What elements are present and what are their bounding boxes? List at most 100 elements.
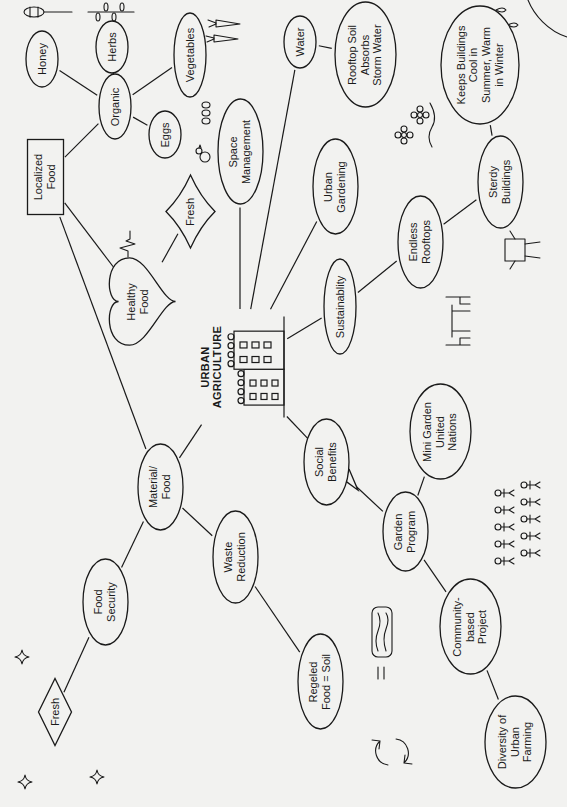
people-figures bbox=[495, 523, 514, 531]
people-figures bbox=[521, 515, 540, 523]
branch-line bbox=[179, 425, 201, 458]
node-text: Rooftop Soil Absorbs Storm Water bbox=[346, 20, 384, 90]
topic-circle: Water bbox=[283, 15, 317, 69]
node-text: Waste Reduction bbox=[222, 527, 247, 587]
chick-drawing bbox=[199, 145, 201, 148]
table-chairs-drawing bbox=[446, 297, 470, 345]
topic-circle: Eggs bbox=[148, 111, 182, 160]
topic-oval: Space Management bbox=[217, 99, 264, 206]
branch-line bbox=[65, 203, 114, 267]
flower-drawing bbox=[418, 113, 423, 118]
honey-dipper bbox=[24, 7, 72, 17]
soil-log-drawing bbox=[372, 607, 392, 657]
flower-drawing bbox=[423, 112, 429, 118]
branch-line bbox=[65, 124, 99, 158]
egg-drawing bbox=[202, 118, 210, 124]
topic-oval: Sustainablity bbox=[323, 259, 357, 356]
node-text: URBAN AGRICULTURE bbox=[199, 317, 224, 417]
branch-line bbox=[287, 416, 308, 438]
egg-drawing bbox=[202, 110, 210, 116]
flower-drawing bbox=[402, 133, 407, 138]
flower-drawing bbox=[395, 103, 435, 147]
node-text: Keeps Buildings Cool in Summer, Warm in … bbox=[455, 25, 506, 105]
branch-line bbox=[133, 68, 172, 95]
recycle-arrows bbox=[372, 739, 412, 765]
central-building: URBAN AGRICULTURE bbox=[195, 311, 286, 423]
people-figures bbox=[495, 481, 540, 565]
branch-line bbox=[239, 208, 240, 310]
chick-drawing bbox=[196, 148, 202, 154]
node-text: Sterdy Buildings bbox=[487, 152, 512, 212]
node-text: Water bbox=[294, 28, 307, 57]
topic-circle: Material/ Food bbox=[137, 443, 184, 531]
branch-line bbox=[133, 117, 147, 125]
topic-circle: Rooftop Soil Absorbs Storm Water bbox=[334, 2, 397, 109]
flower-drawing bbox=[407, 132, 413, 138]
people-figures bbox=[521, 498, 540, 506]
node-text: Honey bbox=[36, 43, 49, 75]
table-chairs-drawing bbox=[446, 297, 470, 345]
branch-line bbox=[490, 125, 492, 135]
box-robot-drawing bbox=[505, 239, 525, 261]
node-text: Social Benefits bbox=[313, 435, 338, 490]
flower-drawing bbox=[401, 126, 407, 132]
node-text: Organic bbox=[109, 88, 122, 127]
sparkle-icons bbox=[15, 650, 104, 789]
herb-sprig bbox=[120, 3, 124, 11]
soil-log-drawing bbox=[372, 607, 392, 657]
carrot-drawing bbox=[206, 20, 240, 42]
people-figures bbox=[521, 549, 540, 557]
carrot-drawing bbox=[206, 20, 216, 42]
node-text: Community-based Project bbox=[451, 596, 489, 658]
branch-line bbox=[287, 318, 321, 339]
branch-line bbox=[487, 670, 498, 699]
people-figures bbox=[495, 540, 514, 548]
star-shape: Fresh bbox=[166, 176, 215, 249]
node-text: Space Management bbox=[227, 117, 252, 187]
herb-sprig bbox=[88, 3, 134, 21]
equals-sign bbox=[378, 667, 384, 679]
topic-circle: Garden Program bbox=[382, 492, 429, 573]
sparkle-icons bbox=[18, 775, 32, 789]
egg-drawing bbox=[202, 102, 210, 124]
flower-drawing bbox=[411, 112, 417, 118]
herb-sprig bbox=[88, 11, 134, 12]
topic-circle: Sterdy Buildings bbox=[477, 135, 524, 229]
topic-circle: Vegetables bbox=[173, 12, 207, 98]
topic-circle: Keeps Buildings Cool in Summer, Warm in … bbox=[440, 5, 520, 125]
flower-drawing bbox=[401, 138, 407, 144]
branch-line bbox=[270, 222, 316, 310]
node-text: Healthy Food bbox=[125, 278, 150, 326]
node-text: Vegetables bbox=[184, 28, 197, 82]
topic-circle: Endless Rooftops bbox=[397, 195, 444, 289]
branch-line bbox=[319, 46, 332, 49]
topic-oval: Organic bbox=[98, 74, 132, 141]
node-text: Endless Rooftops bbox=[407, 212, 432, 272]
sparkle-icons bbox=[15, 650, 29, 664]
sparkle-icons bbox=[90, 770, 104, 784]
topic-circle: Mini Garden United Nations bbox=[409, 384, 472, 481]
node-text: Fresh bbox=[49, 698, 62, 726]
node-text: Urban Gardening bbox=[322, 156, 347, 218]
topic-circle: Honey bbox=[25, 30, 59, 88]
flower-drawing bbox=[417, 118, 423, 124]
flower-drawing bbox=[395, 132, 401, 138]
branch-line bbox=[255, 586, 300, 652]
branch-line bbox=[358, 261, 397, 293]
soil-log-drawing bbox=[376, 613, 388, 651]
herb-sprig bbox=[96, 13, 100, 21]
branch-line bbox=[251, 70, 295, 309]
people-figures bbox=[521, 481, 540, 489]
heartbeat-line bbox=[120, 231, 135, 257]
branch-line bbox=[182, 508, 212, 536]
herb-sprig bbox=[112, 13, 116, 21]
people-figures bbox=[495, 506, 514, 514]
node-text: Diversity of Urban Farming bbox=[496, 712, 534, 772]
branch-line bbox=[418, 477, 425, 496]
heartbeat-line bbox=[120, 231, 135, 257]
node-text: Localized Food bbox=[32, 147, 57, 207]
egg-drawing bbox=[202, 102, 210, 108]
honey-dipper bbox=[24, 7, 44, 17]
topic-circle: Urban Gardening bbox=[312, 139, 359, 236]
node-text: Food Security bbox=[92, 575, 117, 630]
